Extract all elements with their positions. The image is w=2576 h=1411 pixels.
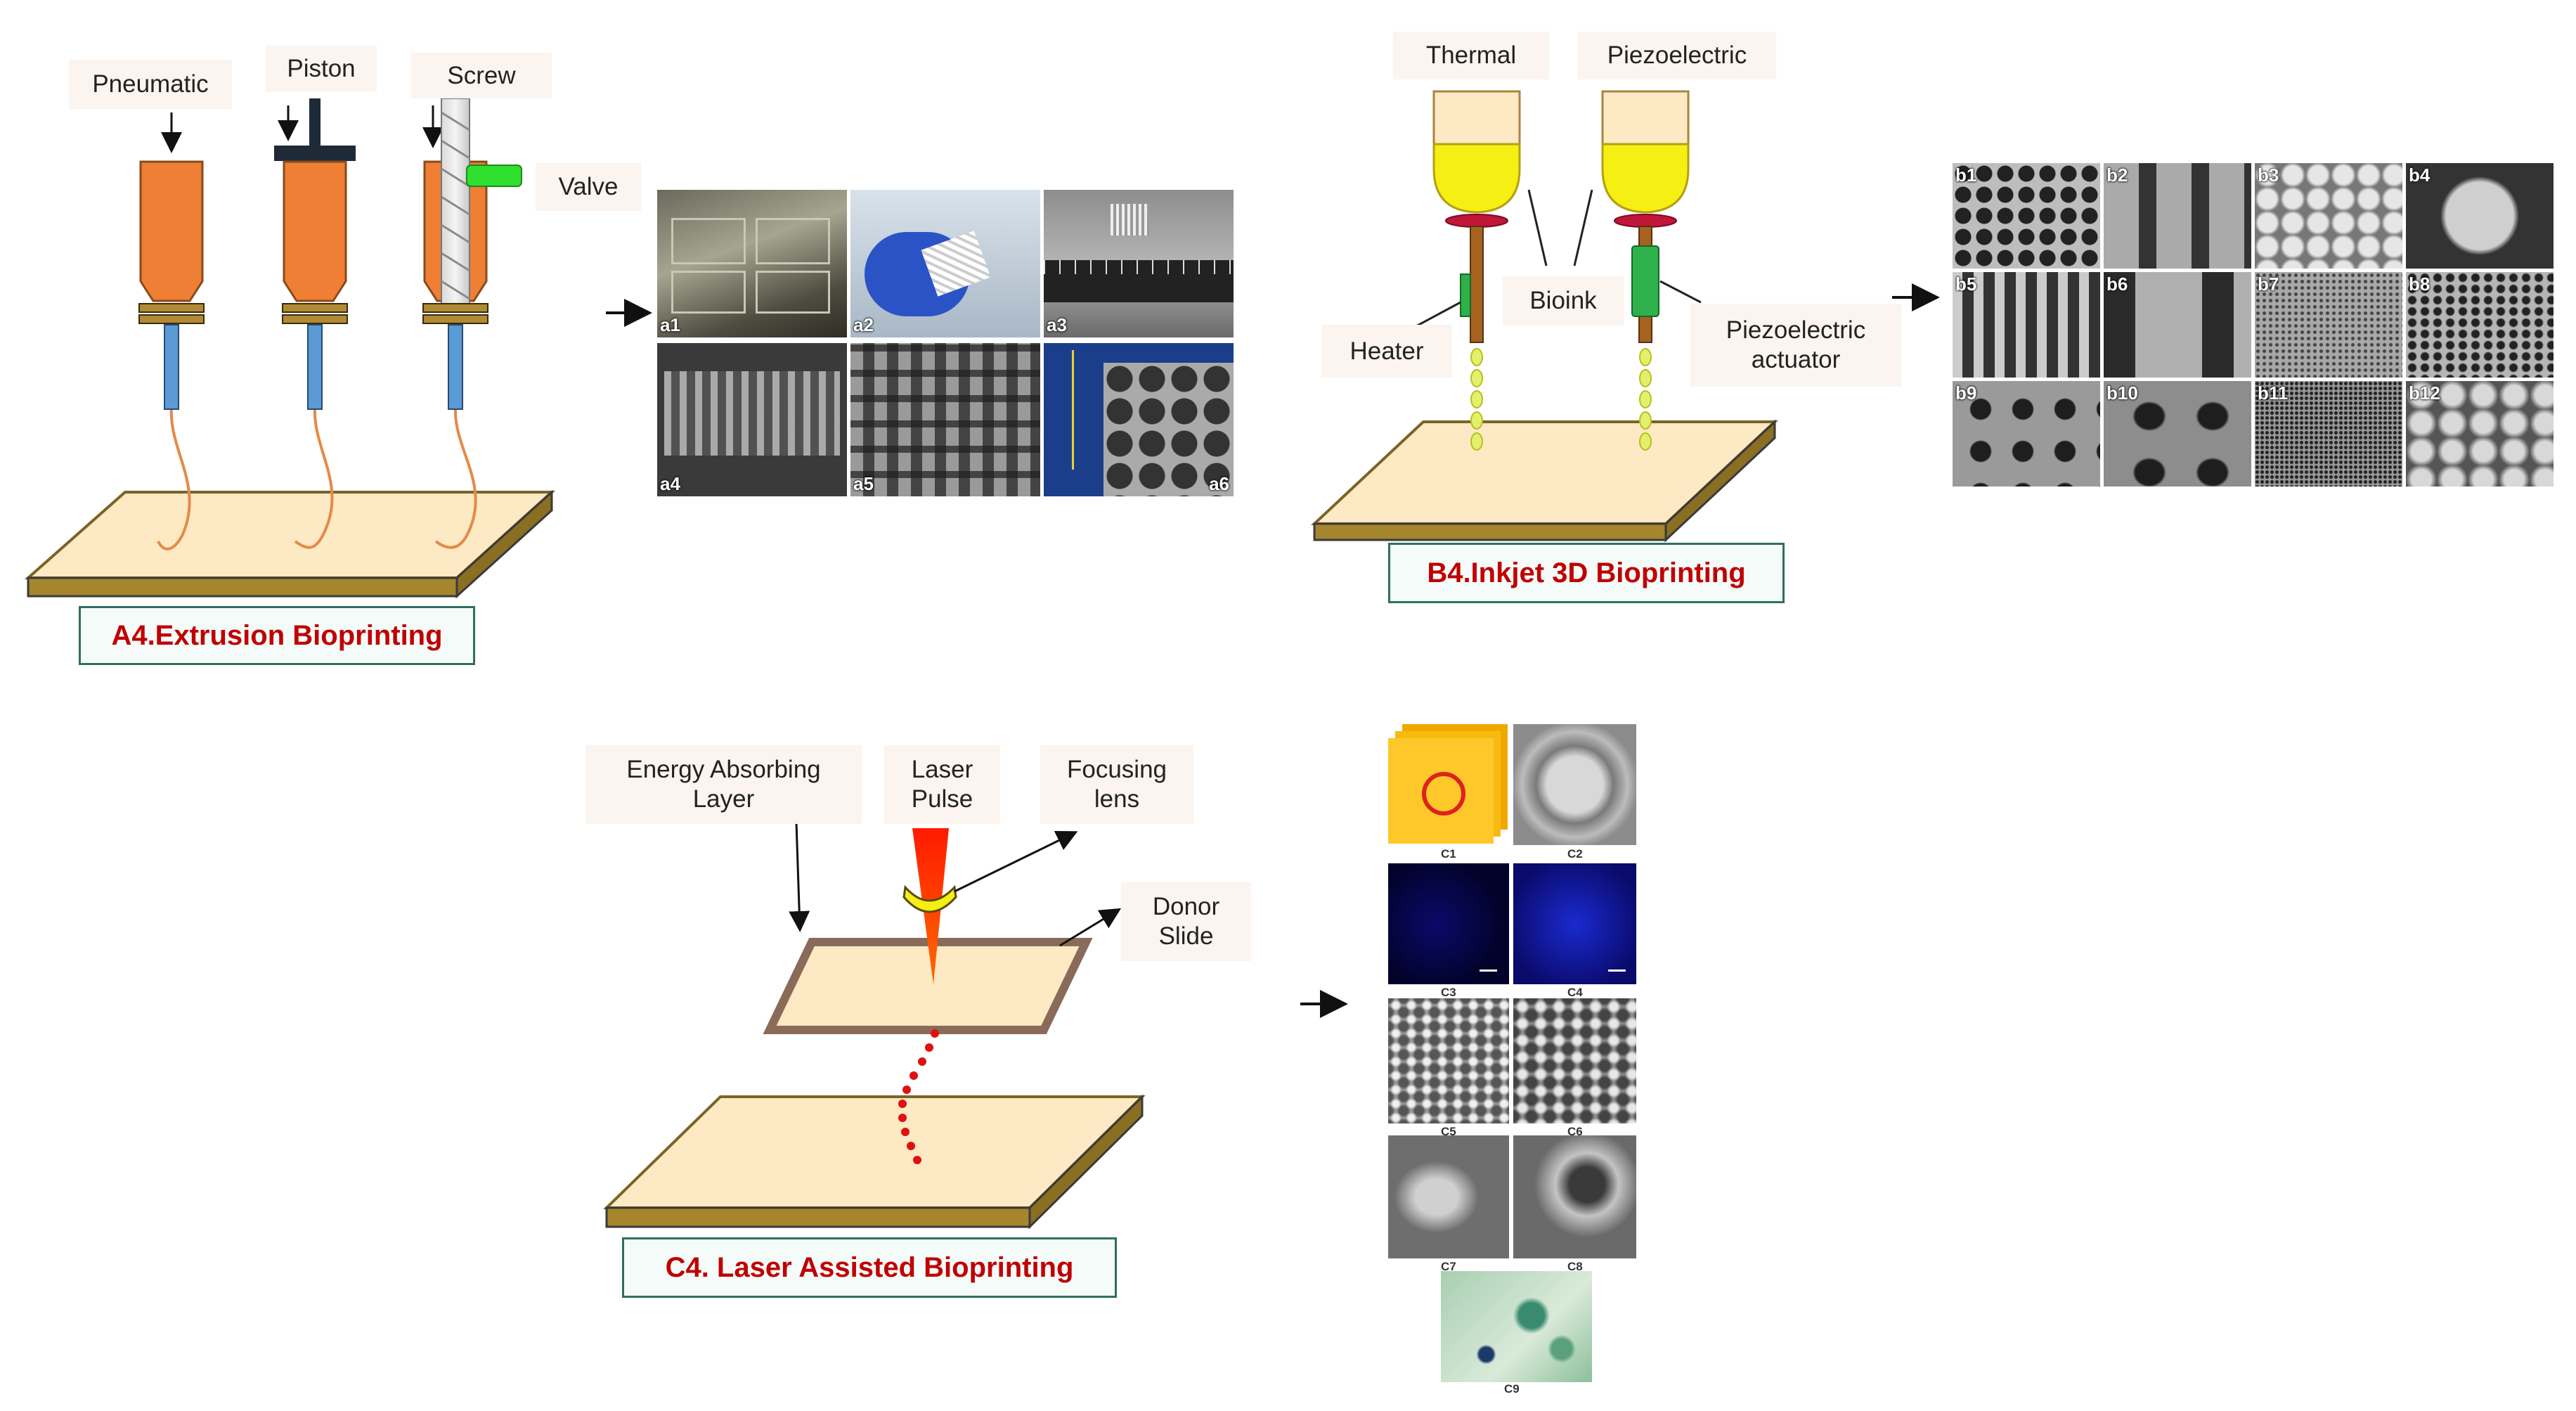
extrusion-title: A4.Extrusion Bioprinting	[79, 606, 475, 665]
tag-b9: b9	[1955, 382, 1977, 404]
tag-b12: b12	[2409, 382, 2440, 404]
laser-line2: Pulse	[911, 785, 973, 813]
tag-C6: C6	[1567, 1125, 1583, 1138]
tag-a1: a1	[660, 314, 680, 335]
image-C7	[1388, 1135, 1509, 1258]
tag-b2: b2	[2106, 165, 2128, 186]
label-piezoelectric-actuator: Piezoelectric actuator	[1690, 304, 1901, 387]
image-b7: b7	[2255, 272, 2402, 378]
tag-b10: b10	[2106, 382, 2138, 404]
image-a6: a6	[1044, 343, 1234, 496]
label-screw: Screw	[411, 53, 552, 98]
screw-syringe	[422, 98, 522, 410]
tag-C9: C9	[1504, 1382, 1520, 1396]
tag-C5: C5	[1441, 1125, 1456, 1138]
image-a2: a2	[850, 190, 1040, 337]
image-b4: b4	[2406, 163, 2554, 269]
image-b3: b3	[2255, 163, 2402, 269]
image-a1: a1	[657, 190, 847, 337]
donor-slide	[763, 938, 1093, 1034]
image-b9: b9	[1953, 381, 2100, 487]
laser-substrate	[603, 1094, 1146, 1230]
extrusion-filaments	[157, 407, 477, 550]
image-C4	[1513, 863, 1636, 984]
focusing-line2: lens	[1094, 785, 1140, 813]
image-C5	[1388, 998, 1509, 1123]
laser-beam	[902, 828, 957, 984]
tag-C4: C4	[1567, 986, 1583, 999]
image-a4: a4	[657, 343, 847, 496]
tag-C8: C8	[1567, 1260, 1583, 1273]
tag-b5: b5	[1955, 273, 1977, 295]
tag-b11: b11	[2258, 382, 2289, 404]
inkjet-droplets	[1470, 348, 1652, 451]
thermal-printhead	[1432, 90, 1521, 343]
tag-b4: b4	[2409, 165, 2431, 186]
image-C1	[1388, 724, 1508, 845]
image-C3	[1388, 863, 1509, 984]
label-laser-pulse: Laser Pulse	[884, 745, 1000, 824]
image-C2	[1513, 724, 1636, 845]
label-donor-slide: Donor Slide	[1121, 882, 1251, 961]
pneumatic-syringe	[138, 112, 205, 410]
donor-line1: Donor	[1152, 893, 1220, 920]
label-piezoelectric: Piezoelectric	[1578, 32, 1776, 79]
image-C6	[1513, 998, 1636, 1123]
image-b5: b5	[1953, 272, 2100, 378]
extrusion-platform	[24, 489, 556, 599]
image-b10: b10	[2104, 381, 2251, 487]
energy-line2: Layer	[692, 785, 755, 813]
label-thermal: Thermal	[1393, 32, 1549, 79]
tag-a4: a4	[660, 473, 680, 494]
label-valve: Valve	[536, 163, 641, 211]
label-bioink: Bioink	[1503, 276, 1624, 326]
tag-b8: b8	[2409, 273, 2431, 295]
donor-line2: Slide	[1158, 922, 1214, 950]
label-energy-absorbing-layer: Energy Absorbing Layer	[585, 745, 862, 824]
tag-b6: b6	[2106, 273, 2128, 295]
tag-a3: a3	[1047, 314, 1067, 335]
transferred-droplets	[898, 1029, 939, 1164]
image-C9	[1441, 1271, 1592, 1382]
tag-b1: b1	[1955, 165, 1977, 186]
tag-a2: a2	[853, 314, 874, 335]
tag-b7: b7	[2258, 273, 2279, 295]
tag-a6: a6	[1209, 473, 1229, 494]
image-b8: b8	[2406, 272, 2554, 378]
actuator-line2: actuator	[1751, 346, 1841, 373]
piston-syringe	[274, 98, 356, 410]
image-b1: b1	[1953, 163, 2100, 269]
image-b11: b11	[2255, 381, 2402, 487]
image-b12: b12	[2406, 381, 2554, 487]
tag-b3: b3	[2258, 165, 2279, 186]
piezoelectric-printhead	[1601, 90, 1690, 343]
tag-C1: C1	[1441, 847, 1456, 861]
image-b2: b2	[2104, 163, 2251, 269]
tag-C7: C7	[1441, 1260, 1456, 1273]
focusing-line1: Focusing	[1066, 756, 1167, 783]
inkjet-platform	[1310, 419, 1779, 543]
actuator-line1: Piezoelectric	[1726, 316, 1866, 344]
tag-C2: C2	[1567, 847, 1583, 861]
image-a5: a5	[850, 343, 1040, 496]
image-a3: a3	[1044, 190, 1234, 337]
label-heater: Heater	[1321, 325, 1452, 378]
image-b6: b6	[2104, 272, 2251, 378]
image-C8	[1513, 1135, 1636, 1258]
laser-title: C4. Laser Assisted Bioprinting	[622, 1237, 1117, 1298]
tag-a5: a5	[853, 473, 874, 494]
laser-leader-lines	[789, 822, 1122, 947]
energy-line1: Energy Absorbing	[626, 756, 821, 783]
inkjet-title: B4.Inkjet 3D Bioprinting	[1388, 543, 1785, 603]
label-focusing-lens: Focusing lens	[1040, 745, 1193, 824]
laser-line1: Laser	[911, 756, 973, 783]
label-pneumatic: Pneumatic	[69, 60, 232, 109]
tag-C3: C3	[1441, 986, 1456, 999]
label-piston: Piston	[266, 46, 377, 91]
